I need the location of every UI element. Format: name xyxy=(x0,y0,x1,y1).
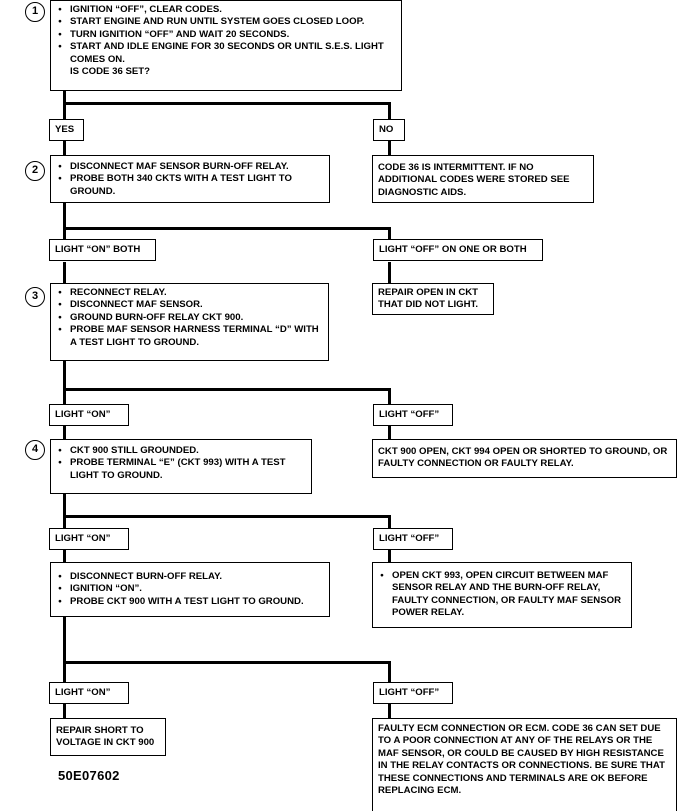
step-3-bullet: DISCONNECT MAF SENSOR. xyxy=(55,299,324,312)
outcome-intermittent: CODE 36 IS INTERMITTENT. IF NO ADDITIONA… xyxy=(372,155,594,203)
step-number-2: 2 xyxy=(25,161,45,181)
step-number-3: 3 xyxy=(25,287,45,307)
connector-line xyxy=(63,616,66,683)
branch-light-on-label: LIGHT “ON” xyxy=(49,528,129,550)
connector-line xyxy=(63,493,66,529)
step-2-box: DISCONNECT MAF SENSOR BURN-OFF RELAY. PR… xyxy=(50,155,330,203)
connector-line xyxy=(63,515,391,518)
connector-line xyxy=(388,661,391,683)
step-5-bullet: DISCONNECT BURN-OFF RELAY. xyxy=(55,571,325,584)
step-1-question: IS CODE 36 SET? xyxy=(70,66,150,78)
step-4-bullet: PROBE TERMINAL “E” (CKT 993) WITH A TEST… xyxy=(55,457,307,482)
connector-line xyxy=(388,703,391,719)
outcome-faulty-ecm: FAULTY ECM CONNECTION OR ECM. CODE 36 CA… xyxy=(372,718,677,811)
connector-line xyxy=(63,388,391,391)
branch-light-on-both-label: LIGHT “ON” BOTH xyxy=(49,239,156,261)
step-1-bullet: IGNITION “OFF”, CLEAR CODES. xyxy=(55,4,397,17)
connector-line xyxy=(388,102,391,120)
step-number-1: 1 xyxy=(25,2,45,22)
connector-line xyxy=(63,426,66,442)
connector-line xyxy=(388,139,391,164)
step-number-4: 4 xyxy=(25,440,45,460)
step-1-bullet: START AND IDLE ENGINE FOR 30 SECONDS OR … xyxy=(55,41,397,66)
connector-line xyxy=(63,262,66,286)
connector-line xyxy=(388,262,391,286)
branch-light-off-label: LIGHT “OFF” xyxy=(373,528,453,550)
outcome-open-ckt993-box: OPEN CKT 993, OPEN CIRCUIT BETWEEN MAF S… xyxy=(372,562,632,628)
step-2-bullet: PROBE BOTH 340 CKTS WITH A TEST LIGHT TO… xyxy=(55,173,325,198)
branch-light-off-label: LIGHT “OFF” xyxy=(373,682,453,704)
outcome-repair-open: REPAIR OPEN IN CKT THAT DID NOT LIGHT. xyxy=(372,283,494,315)
step-5-box: DISCONNECT BURN-OFF RELAY. IGNITION “ON”… xyxy=(50,562,330,617)
step-2-bullet: DISCONNECT MAF SENSOR BURN-OFF RELAY. xyxy=(55,161,325,174)
branch-light-off-one-or-both-label: LIGHT “OFF” ON ONE OR BOTH xyxy=(373,239,543,261)
connector-line xyxy=(63,549,66,563)
branch-light-off-label: LIGHT “OFF” xyxy=(373,404,453,426)
outcome-open-ckt993: OPEN CKT 993, OPEN CIRCUIT BETWEEN MAF S… xyxy=(377,570,627,620)
outcome-repair-short: REPAIR SHORT TO VOLTAGE IN CKT 900 xyxy=(50,718,166,756)
connector-line xyxy=(388,388,391,405)
step-3-box: RECONNECT RELAY. DISCONNECT MAF SENSOR. … xyxy=(50,283,329,361)
step-5-bullet: PROBE CKT 900 WITH A TEST LIGHT TO GROUN… xyxy=(55,596,325,609)
branch-light-on-label: LIGHT “ON” xyxy=(49,682,129,704)
connector-line xyxy=(63,661,391,664)
step-3-bullet: RECONNECT RELAY. xyxy=(55,287,324,300)
connector-line xyxy=(388,549,391,563)
connector-line xyxy=(388,227,391,240)
connector-line xyxy=(63,202,66,240)
outcome-ckt900-open: CKT 900 OPEN, CKT 994 OPEN OR SHORTED TO… xyxy=(372,439,677,478)
step-1-bullet: TURN IGNITION “OFF” AND WAIT 20 SECONDS. xyxy=(55,29,397,42)
connector-line xyxy=(63,703,66,719)
step-5-bullet: IGNITION “ON”. xyxy=(55,583,325,596)
branch-light-on-label: LIGHT “ON” xyxy=(49,404,129,426)
step-1-box: IGNITION “OFF”, CLEAR CODES. START ENGIN… xyxy=(50,0,402,91)
connector-line xyxy=(388,515,391,529)
connector-line xyxy=(388,426,391,442)
step-4-box: CKT 900 STILL GROUNDED. PROBE TERMINAL “… xyxy=(50,439,312,494)
step-4-bullet: CKT 900 STILL GROUNDED. xyxy=(55,445,307,458)
branch-yes-label: YES xyxy=(49,119,84,141)
connector-line xyxy=(63,90,66,120)
step-3-bullet: PROBE MAF SENSOR HARNESS TERMINAL “D” WI… xyxy=(55,324,324,349)
figure-code: 50E07602 xyxy=(58,768,120,783)
step-1-bullet: START ENGINE AND RUN UNTIL SYSTEM GOES C… xyxy=(55,16,397,29)
branch-no-label: NO xyxy=(373,119,405,141)
step-3-bullet: GROUND BURN-OFF RELAY CKT 900. xyxy=(55,312,324,325)
connector-line xyxy=(63,227,391,230)
connector-line xyxy=(63,360,66,405)
connector-line xyxy=(63,102,391,105)
connector-line xyxy=(63,139,66,164)
